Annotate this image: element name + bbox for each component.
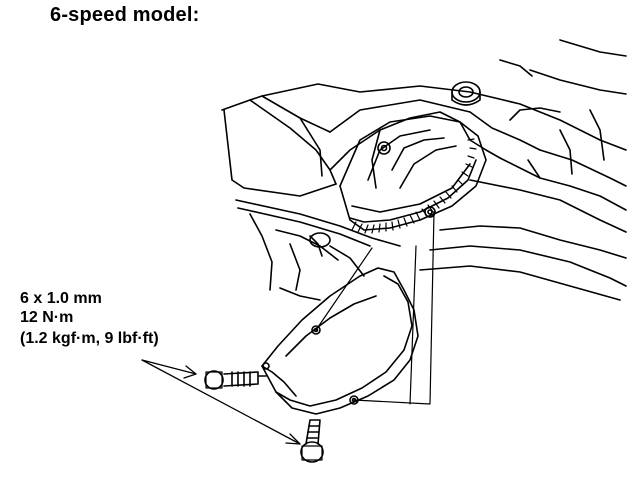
bolt-size-label: 6 x 1.0 mm xyxy=(20,290,102,307)
flange-bolt-upper xyxy=(204,370,267,390)
torque-nm-label: 12 N·m xyxy=(20,309,74,326)
flywheel-ring-gear xyxy=(339,115,487,234)
section-title: 6-speed model: xyxy=(50,4,200,26)
housing-bolt xyxy=(451,81,481,106)
engine-block-lower xyxy=(235,199,401,301)
flange-bolt-lower xyxy=(300,419,324,463)
transmission-housing xyxy=(221,39,627,301)
torque-alt-label: (1.2 kgf·m, 9 lbf·ft) xyxy=(20,330,159,347)
alignment-leader-lines xyxy=(315,211,435,405)
callout-arrows xyxy=(141,359,301,445)
